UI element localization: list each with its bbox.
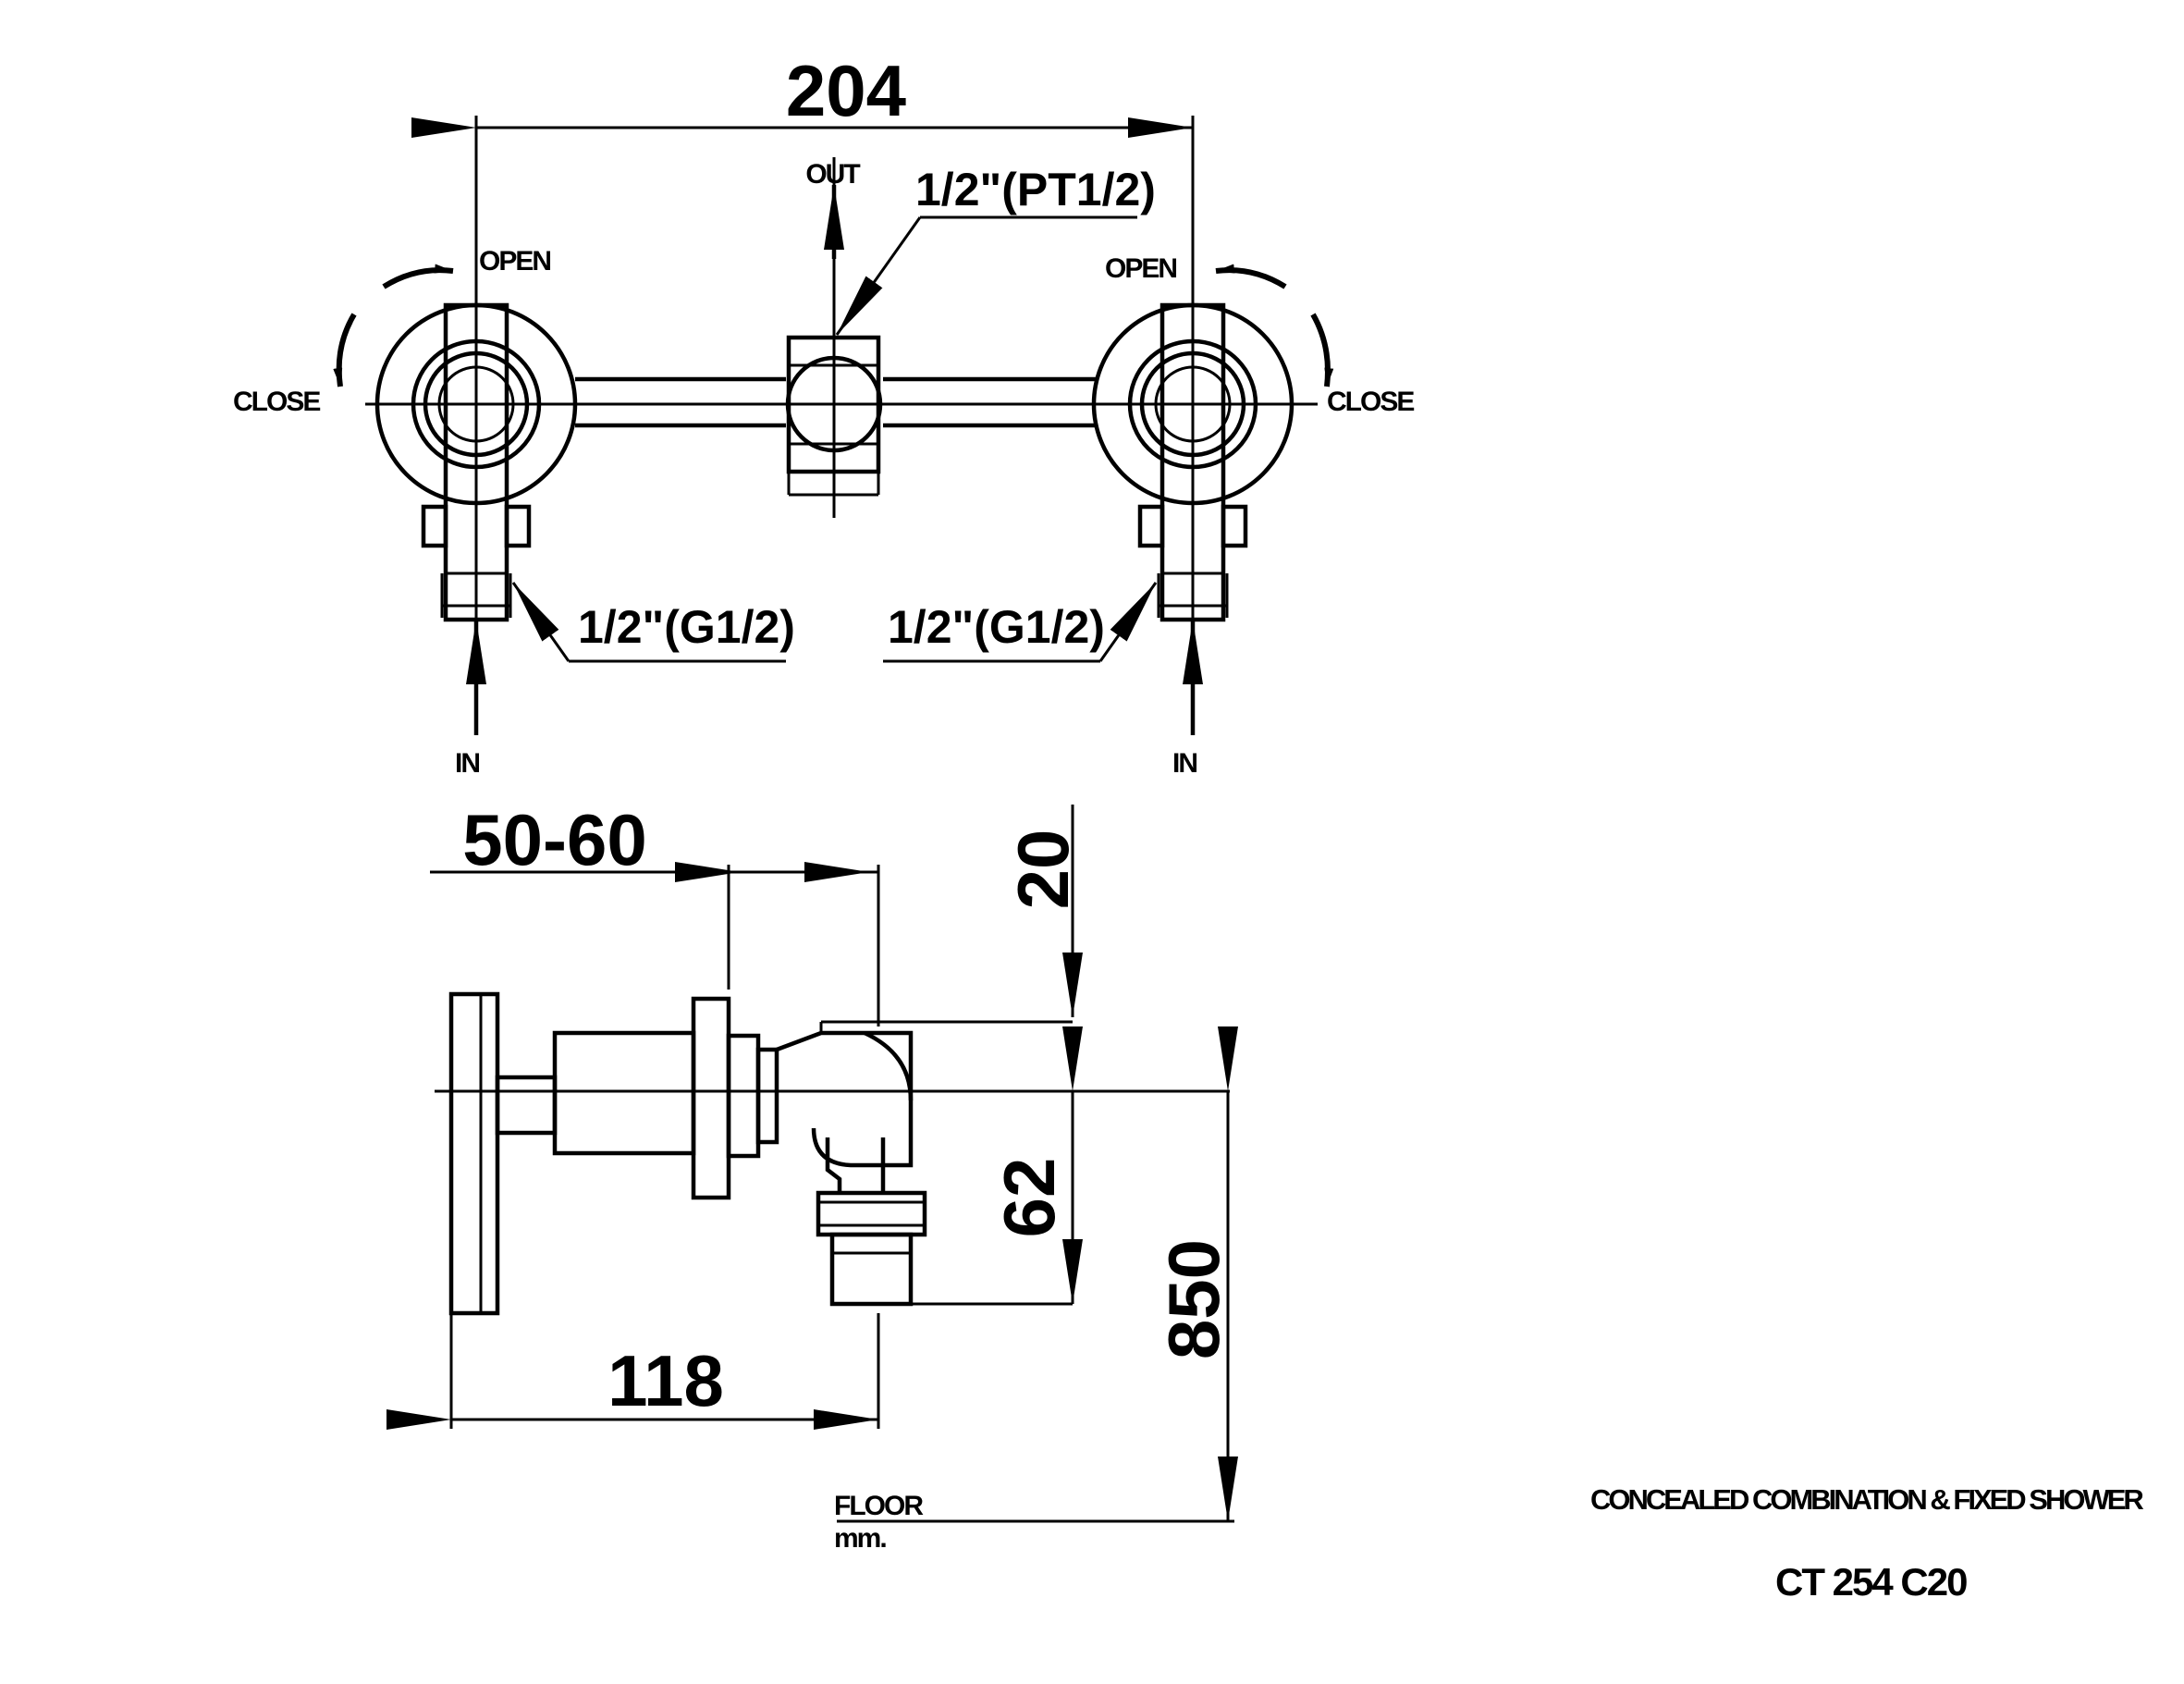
out-arrow: OUT xyxy=(805,159,862,259)
outlet-thread-label: 1/2"(PT1/2) xyxy=(915,164,1156,215)
unit-label: mm. xyxy=(834,1523,886,1554)
dimension-top-offset-value: 20 xyxy=(1002,830,1084,910)
left-valve-rotation: OPEN CLOSE xyxy=(233,246,552,417)
dimension-floor-height-value: 850 xyxy=(1153,1239,1234,1359)
close-left-label: CLOSE xyxy=(233,387,320,417)
side-view: 50-60 xyxy=(386,799,1238,1554)
outlet-block xyxy=(785,157,883,518)
side-handle xyxy=(448,991,558,1316)
dimension-floor-height: 850 FLOOR mm. xyxy=(834,1026,1238,1554)
inlet-left-thread-label: 1/2"(G1/2) xyxy=(578,601,795,653)
drawing-title: CONCEALED COMBINATION & FIXED SHOWER xyxy=(1590,1483,2143,1516)
inlet-right-thread-label: 1/2"(G1/2) xyxy=(888,601,1105,653)
open-right-label: OPEN xyxy=(1105,253,1176,284)
right-valve-rotation: OPEN CLOSE xyxy=(1105,253,1416,417)
dimension-inlet-drop: 62 xyxy=(988,1026,1083,1304)
dimension-depth-total-value: 118 xyxy=(607,1340,724,1421)
side-body xyxy=(435,996,1230,1307)
out-label: OUT xyxy=(805,159,860,190)
dimension-depth-total: 118 xyxy=(386,1313,880,1430)
dimension-inlet-drop-value: 62 xyxy=(988,1158,1070,1238)
right-inlet: IN 1/2"(G1/2) xyxy=(883,582,1203,779)
in-left-label: IN xyxy=(455,748,479,779)
floor-label: FLOOR xyxy=(834,1491,924,1521)
front-view: 204 OUT 1/2" xyxy=(233,50,1416,779)
dimension-depth-range: 50-60 xyxy=(430,799,880,1026)
title-block: CONCEALED COMBINATION & FIXED SHOWER CT … xyxy=(1590,1483,2146,1604)
dimension-depth-range-value: 50-60 xyxy=(462,799,647,880)
outlet-thread-callout: 1/2"(PT1/2) xyxy=(835,164,1156,336)
dimension-overall-width: 204 xyxy=(411,50,1195,310)
close-right-label: CLOSE xyxy=(1327,387,1414,417)
left-inlet: IN 1/2"(G1/2) xyxy=(455,582,795,779)
dimension-top-offset: 20 xyxy=(1002,805,1084,1017)
dimension-overall-width-value: 204 xyxy=(786,50,906,131)
in-right-label: IN xyxy=(1172,748,1196,779)
connecting-pipe xyxy=(365,376,1318,428)
open-left-label: OPEN xyxy=(479,246,550,277)
model-number: CT 254 C20 xyxy=(1775,1560,1967,1604)
